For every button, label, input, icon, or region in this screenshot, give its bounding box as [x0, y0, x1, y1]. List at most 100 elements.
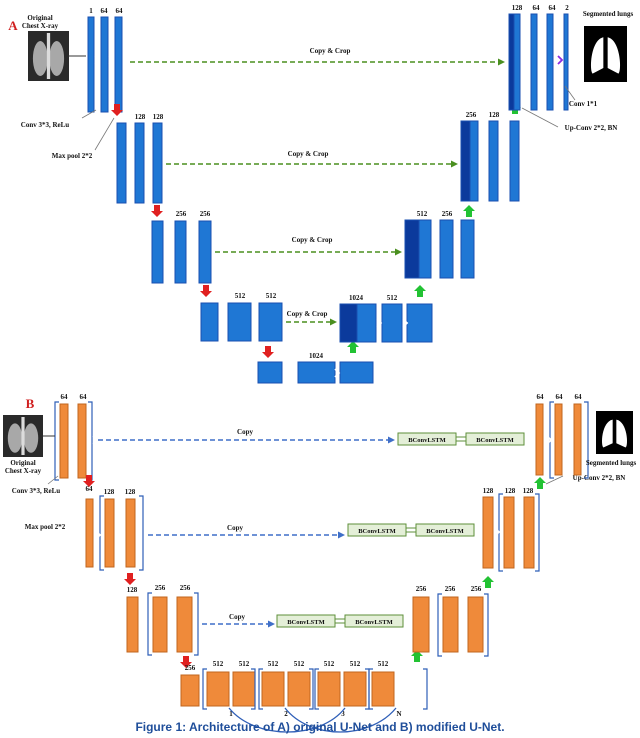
b-upconv-pointer — [545, 475, 564, 485]
a-dec2-chevron-2 — [501, 158, 508, 168]
a-dec1-label-3: 64 — [549, 4, 557, 12]
b-enc1-label-1: 64 — [61, 393, 69, 401]
b-enc2-label-1: 128 — [104, 488, 115, 496]
a-pool-arrow-4 — [262, 346, 274, 358]
b-dec3-bar-1 — [412, 596, 430, 653]
a-pool-arrow-2 — [151, 205, 163, 217]
a-enc2-chevron-2 — [145, 159, 152, 169]
b-output-mask-right-lung — [616, 419, 628, 448]
b-dense-label-2: 512 — [239, 660, 250, 668]
b-dec3-chevron-1 — [431, 619, 438, 629]
a-dec2-bar-1 — [469, 120, 479, 202]
a-enc1-bar-3 — [114, 16, 123, 113]
a-pool-arrow-1 — [111, 104, 123, 116]
b-skip-arrow-2-head — [338, 531, 345, 539]
a-dec3-label-1: 512 — [417, 210, 428, 218]
b-enc3-chevron-1 — [169, 619, 176, 629]
b-dense-bar-1 — [206, 671, 230, 707]
caption-text: Architecture of A) original U-Net and B)… — [186, 720, 505, 734]
b-pool-label: Max pool 2*2 — [25, 523, 66, 531]
b-dec1-chevron-2 — [565, 435, 572, 445]
a-skip-arrow-1-head — [498, 58, 505, 66]
b-enc2-bar-2 — [125, 498, 136, 568]
b-dec3-bracket — [437, 593, 489, 657]
b-dense-label-7: 512 — [378, 660, 389, 668]
a-skip-label-4: Copy & Crop — [287, 310, 328, 318]
a-upconv-label: Up-Conv 2*2, BN — [565, 124, 618, 132]
a-enc4-label-1: 512 — [235, 292, 246, 300]
a-bottleneck-bar-1 — [257, 361, 283, 384]
b-enc2-bar-0 — [85, 498, 94, 568]
b-upconv-label: Up-Conv 2*2, BN — [573, 474, 626, 482]
b-dense-bracket-4 — [368, 668, 428, 710]
a-dec4-bar-2 — [381, 303, 403, 343]
a-enc4-bar-3 — [258, 302, 283, 342]
b-dense-bar-3 — [261, 671, 285, 707]
caption-label: Figure 1: — [135, 720, 187, 734]
b-dec2-label-2: 128 — [505, 487, 516, 495]
a-enc3-chevron-2 — [190, 248, 197, 258]
a-dec1-chevron-2 — [539, 55, 546, 65]
b-conv-label: Conv 3*3, ReLu — [12, 487, 61, 495]
b-output-label: Segmented lungs — [586, 459, 637, 467]
b-skip-arrow-1-head — [388, 436, 395, 444]
b-lstm-1-a — [397, 432, 457, 446]
a-dec4-label-1: 1024 — [349, 294, 364, 302]
a-dec3-chevron-1 — [433, 243, 440, 253]
a-enc3-bar-1 — [151, 220, 164, 284]
figure-caption: Figure 1: Architecture of A) original U-… — [0, 720, 640, 734]
a-output-mask-left-lung — [590, 37, 604, 74]
b-dec2-label-3: 128 — [523, 487, 534, 495]
a-enc2-chevron-1 — [127, 159, 134, 169]
b-dense-bar-4 — [287, 671, 311, 707]
a-skip-label-2: Copy & Crop — [288, 150, 329, 158]
a-enc1-chevron-2 — [108, 55, 115, 65]
a-enc1-label-3: 64 — [116, 7, 124, 15]
b-dense-bracket-1 — [202, 668, 256, 710]
b-lstm-3-b-label: BConvLSTM — [355, 619, 393, 626]
b-enc3-bracket — [147, 592, 199, 656]
panel-b-input-xray-right-lung — [23, 423, 39, 453]
a-enc3-bar-3 — [198, 220, 212, 284]
b-dense-label-5: 512 — [324, 660, 335, 668]
a-skip-arrow-4-head — [330, 318, 337, 326]
a-dec3-bar-1 — [418, 219, 432, 279]
b-lstm-2-a-label: BConvLSTM — [358, 528, 396, 535]
b-dense-label-3: 512 — [268, 660, 279, 668]
a-skip-arrow-2-head — [451, 160, 458, 168]
a-dec2-label-1: 256 — [466, 111, 477, 119]
a-bottleneck-bar-3 — [339, 361, 374, 384]
a-dec3-chevron-2 — [454, 243, 461, 253]
b-enc3-bar-1 — [152, 596, 168, 653]
a-dec4-skip — [339, 303, 358, 343]
a-dec3-bar-2 — [439, 219, 454, 279]
panel-a-input-xray-spine — [46, 33, 51, 79]
b-dec2-bar-1 — [482, 496, 494, 569]
a-conv1-arrow-icon — [557, 55, 564, 65]
a-upconv-arrow-4 — [347, 341, 359, 353]
a-bottleneck-bar-2 — [297, 361, 336, 384]
b-output-mask-left-lung — [601, 419, 613, 448]
b-dense-index-3: 3 — [341, 710, 345, 718]
b-dec1-label-3: 64 — [575, 393, 583, 401]
b-lstm-1-a-label: BConvLSTM — [408, 437, 446, 444]
a-dec4-chevron-2 — [402, 318, 409, 328]
b-skip-label-3: Copy — [229, 613, 245, 621]
b-dense-bar-5 — [317, 671, 341, 707]
b-skip-label-1: Copy — [237, 428, 253, 436]
a-dec3-label-2: 256 — [442, 210, 453, 218]
b-dec2-label-1: 128 — [483, 487, 494, 495]
b-pool-arrow-2 — [124, 573, 136, 585]
b-enc4-bar-0 — [180, 674, 200, 707]
b-dense-index-2: 2 — [284, 710, 288, 718]
a-bottleneck-label: 1024 — [309, 352, 324, 360]
a-upconv-arrow-3 — [414, 285, 426, 297]
b-dec1-bar-2 — [554, 403, 563, 476]
b-upconv-arrow-3 — [482, 576, 494, 588]
a-enc1-bar-2 — [100, 16, 109, 113]
a-dec2-bar-3 — [509, 120, 520, 202]
b-output-mask — [596, 411, 633, 454]
a-dec1-label-2: 64 — [533, 4, 541, 12]
b-pool-arrow-3 — [180, 656, 192, 668]
